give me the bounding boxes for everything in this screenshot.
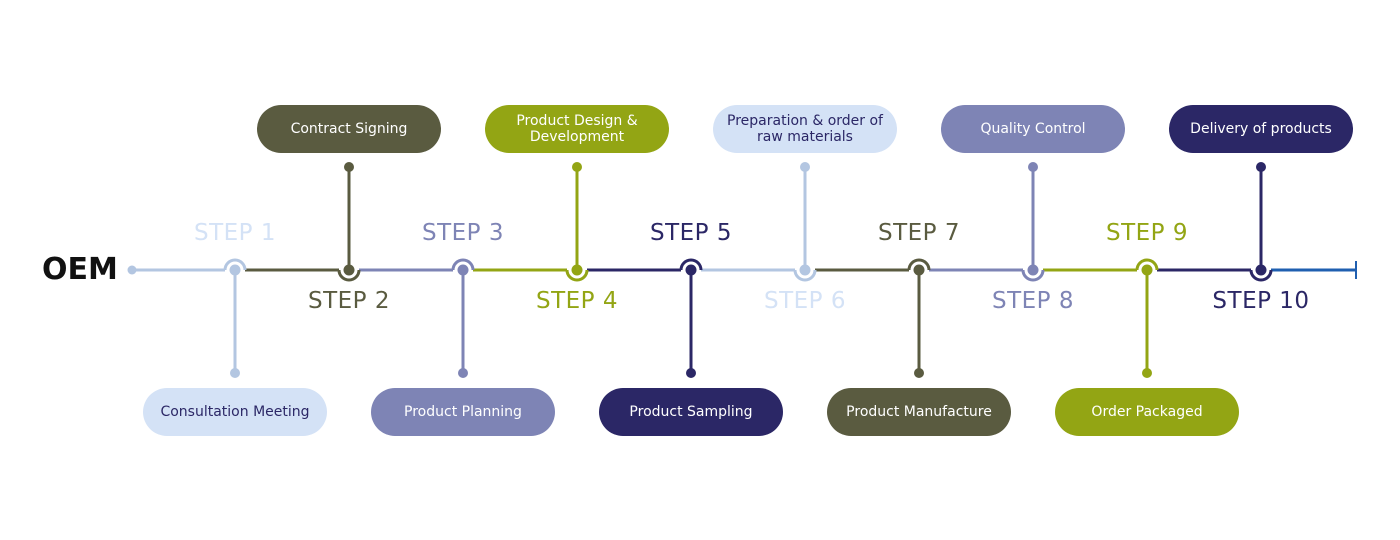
step-6-arc (793, 269, 817, 282)
step-9-label: STEP 9 (1106, 220, 1188, 246)
step-6-box-text: Preparation & order of raw materials (727, 113, 883, 145)
step-3-box-text: Product Planning (404, 404, 522, 420)
oem-title: OEM (42, 252, 118, 287)
step-9-box: Order Packaged (1055, 388, 1239, 436)
step-7-connector-dot (914, 368, 924, 378)
step-10-connector-dot (1256, 162, 1266, 172)
step-5-arc (679, 258, 703, 271)
step-7-node (913, 264, 925, 276)
step-4-box: Product Design & Development (485, 105, 669, 153)
step-10-node (1255, 264, 1267, 276)
step-6-box: Preparation & order of raw materials (713, 105, 897, 153)
step-4-arc (565, 269, 589, 282)
step-9-box-text: Order Packaged (1091, 404, 1203, 420)
step-8-node (1027, 264, 1039, 276)
step-5-box: Product Sampling (599, 388, 783, 436)
step-4-connector-dot (572, 162, 582, 172)
step-2-label: STEP 2 (308, 288, 390, 314)
step-9-arc (1135, 258, 1159, 271)
step-2-node (343, 264, 355, 276)
step-8-box: Quality Control (941, 105, 1125, 153)
step-5-node (685, 264, 697, 276)
step-1-box-text: Consultation Meeting (160, 404, 310, 420)
step-7-label: STEP 7 (878, 220, 960, 246)
step-7-arc (907, 258, 931, 271)
step-7-box: Product Manufacture (827, 388, 1011, 436)
step-1-arc (223, 258, 247, 271)
step-5-box-text: Product Sampling (629, 404, 753, 420)
step-6-connector-dot (800, 162, 810, 172)
step-5-label: STEP 5 (650, 220, 732, 246)
step-4-label: STEP 4 (536, 288, 618, 314)
step-3-label: STEP 3 (422, 220, 504, 246)
step-3-box: Product Planning (371, 388, 555, 436)
step-10-arc (1249, 269, 1273, 282)
step-4-box-text: Product Design & Development (516, 113, 638, 145)
step-10-label: STEP 10 (1212, 288, 1310, 314)
step-9-connector-dot (1142, 368, 1152, 378)
step-5-connector-dot (686, 368, 696, 378)
timeline-start-dot (127, 265, 137, 275)
step-10-box: Delivery of products (1169, 105, 1353, 153)
step-8-connector-dot (1028, 162, 1038, 172)
step-3-node (457, 264, 469, 276)
step-1-box: Consultation Meeting (143, 388, 327, 436)
step-6-node (799, 264, 811, 276)
step-2-box-text: Contract Signing (290, 121, 408, 137)
step-9-node (1141, 264, 1153, 276)
step-1-label: STEP 1 (194, 220, 276, 246)
step-3-arc (451, 258, 475, 271)
step-2-connector-dot (344, 162, 354, 172)
step-7-box-text: Product Manufacture (846, 404, 992, 420)
step-2-box: Contract Signing (257, 105, 441, 153)
step-2-arc (337, 269, 361, 282)
step-1-connector-dot (230, 368, 240, 378)
step-10-box-text: Delivery of products (1190, 121, 1332, 137)
step-6-label: STEP 6 (764, 288, 846, 314)
step-1-node (229, 264, 241, 276)
step-3-connector-dot (458, 368, 468, 378)
step-8-label: STEP 8 (992, 288, 1074, 314)
step-8-arc (1021, 269, 1045, 282)
step-4-node (571, 264, 583, 276)
step-8-box-text: Quality Control (980, 121, 1086, 137)
